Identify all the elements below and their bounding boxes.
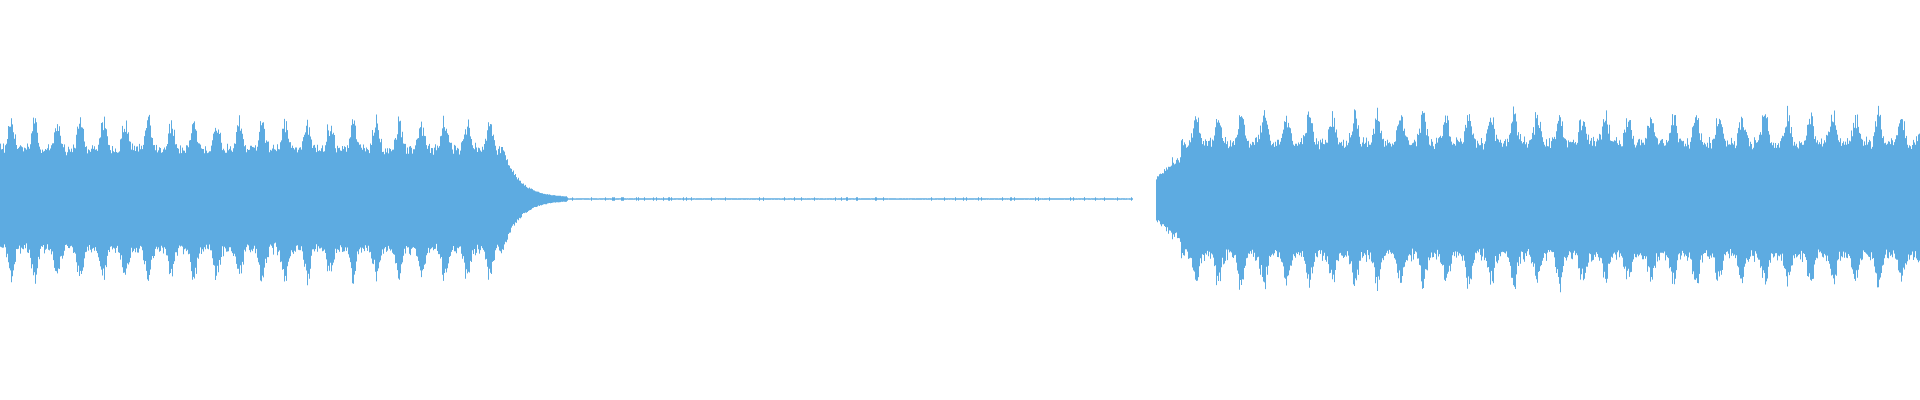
waveform-path xyxy=(0,105,1920,293)
